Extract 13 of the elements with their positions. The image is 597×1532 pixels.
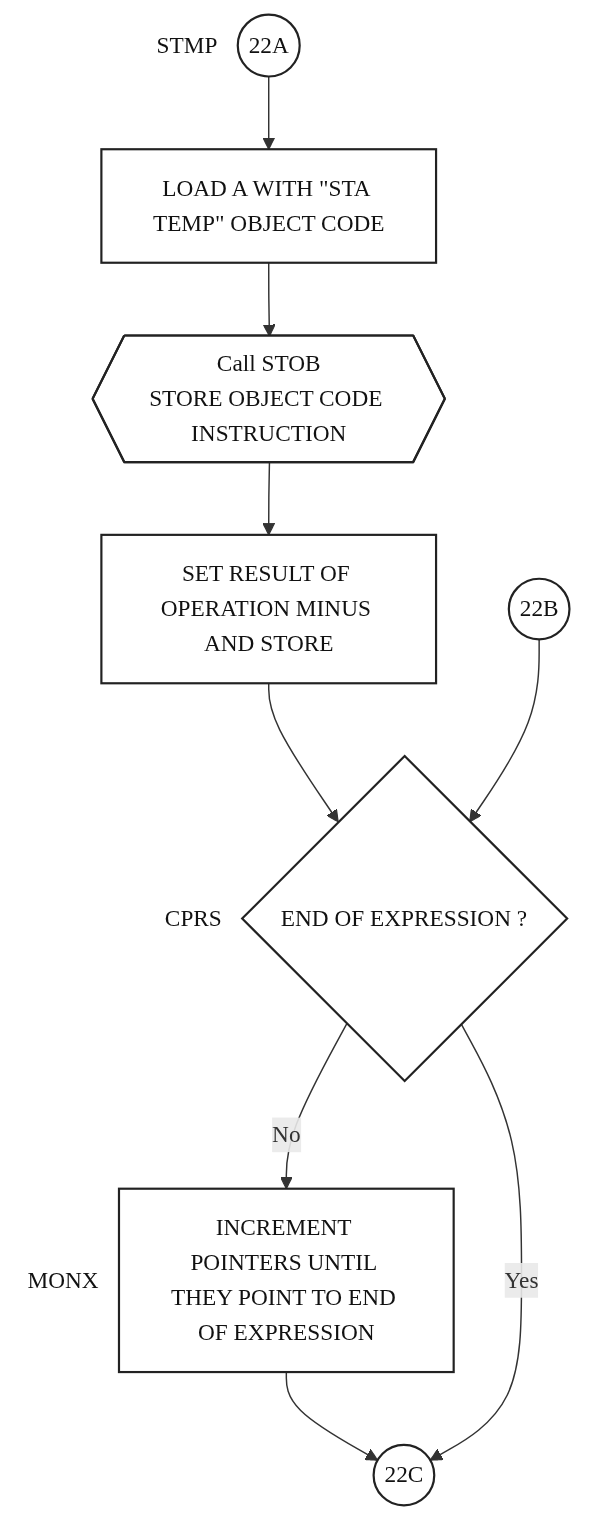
edge-label: No (272, 1121, 301, 1147)
node-circle: 22B (507, 577, 571, 641)
node-box: SET RESULT OF OPERATION MINUS AND STORE (100, 533, 438, 685)
edge-label: Yes (504, 1267, 539, 1293)
node-diamond: END OF EXPRESSION ? (240, 754, 569, 1083)
routine-label: CPRS (164, 904, 222, 931)
node-circle: 22A (236, 13, 301, 78)
routine-label: MONX (27, 1266, 99, 1293)
node-box: LOAD A WITH "STA TEMP" OBJECT CODE (100, 148, 438, 264)
routine-label: STMP (156, 31, 218, 58)
node-circle: 22C (372, 1443, 436, 1507)
arrow (429, 1023, 523, 1461)
node-box: INCREMENT POINTERS UNTIL THEY POINT TO END OF EXPRESSION (117, 1187, 455, 1374)
